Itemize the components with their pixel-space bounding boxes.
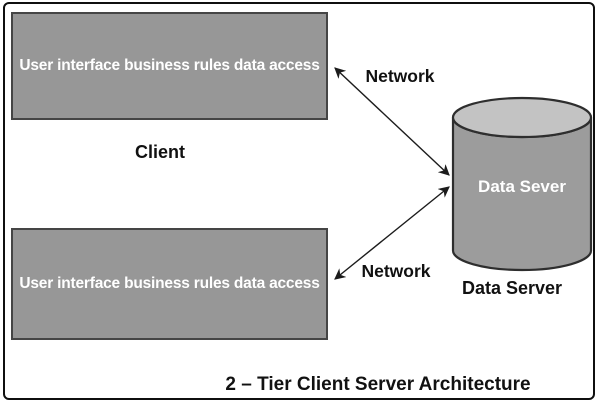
database-cylinder <box>450 96 594 274</box>
database-label: Data Sever <box>478 177 566 196</box>
cylinder-top-ellipse <box>451 96 593 139</box>
client-box-bottom-label: User interface business rules data acces… <box>19 275 320 292</box>
database-cylinder-shape <box>451 96 593 272</box>
diagram-title: 2 – Tier Client Server Architecture <box>225 374 531 395</box>
network-label-bottom: Network <box>361 261 431 281</box>
network-label-top: Network <box>365 66 435 86</box>
client-caption: Client <box>134 142 185 162</box>
client-box-top-label: User interface business rules data acces… <box>19 57 320 74</box>
diagram-frame <box>3 2 595 400</box>
database-caption: Data Server <box>461 278 563 298</box>
client-box-top: User interface business rules data acces… <box>11 12 328 120</box>
client-box-bottom: User interface business rules data acces… <box>11 228 328 340</box>
